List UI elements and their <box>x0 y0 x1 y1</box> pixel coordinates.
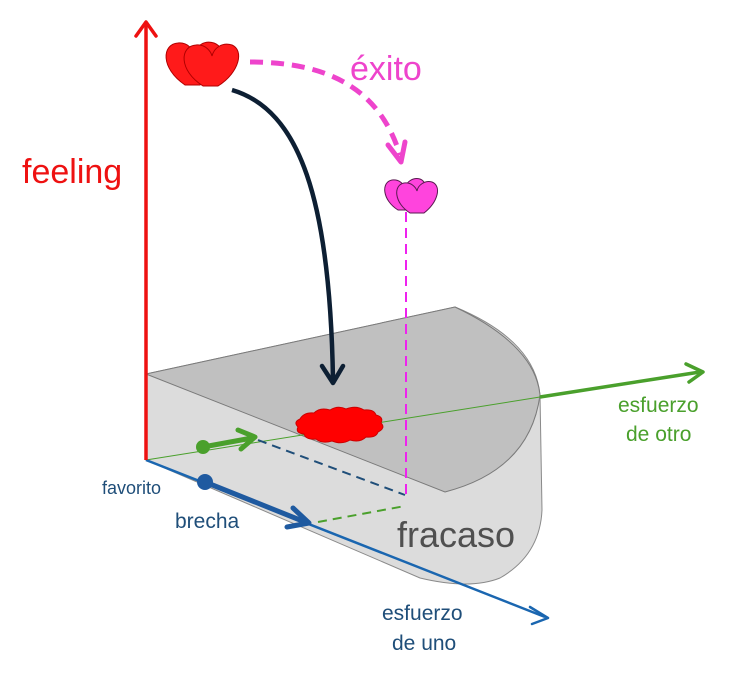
feeling-label: feeling <box>22 153 122 191</box>
other-effort-label-line1: esfuerzo <box>618 394 699 417</box>
success-arrow <box>249 59 403 156</box>
own-effort-arrowhead-icon <box>528 605 550 626</box>
block-top-face <box>144 306 541 493</box>
success-arrowhead-icon <box>385 139 408 165</box>
heart-icon <box>384 178 439 214</box>
failure-fall-arrow <box>231 87 336 381</box>
brecha-label: brecha <box>175 510 240 533</box>
favorito-label: favorito <box>102 478 161 498</box>
favorito-own-arrowhead-icon <box>284 505 312 530</box>
other-effort-arrowhead-icon <box>684 362 705 384</box>
fracaso-label: fracaso <box>397 514 515 555</box>
feeling-arrowhead-icon <box>134 20 158 38</box>
other-effort-axis <box>539 370 701 399</box>
other-effort-label-line2: de otro <box>626 423 691 446</box>
favorito-other-arrowhead-icon <box>235 427 258 452</box>
own-effort-label-line1: esfuerzo <box>382 602 463 625</box>
projection-blue-dashed <box>257 439 406 496</box>
failure-fall-arrowhead-icon <box>319 363 346 386</box>
exito-label: éxito <box>350 50 422 88</box>
favorito-other-vector <box>200 435 255 450</box>
heart-icon <box>165 41 240 87</box>
own-effort-label-line2: de uno <box>392 632 456 655</box>
splat-icon <box>295 406 384 444</box>
favorito-own-vector <box>202 479 308 525</box>
